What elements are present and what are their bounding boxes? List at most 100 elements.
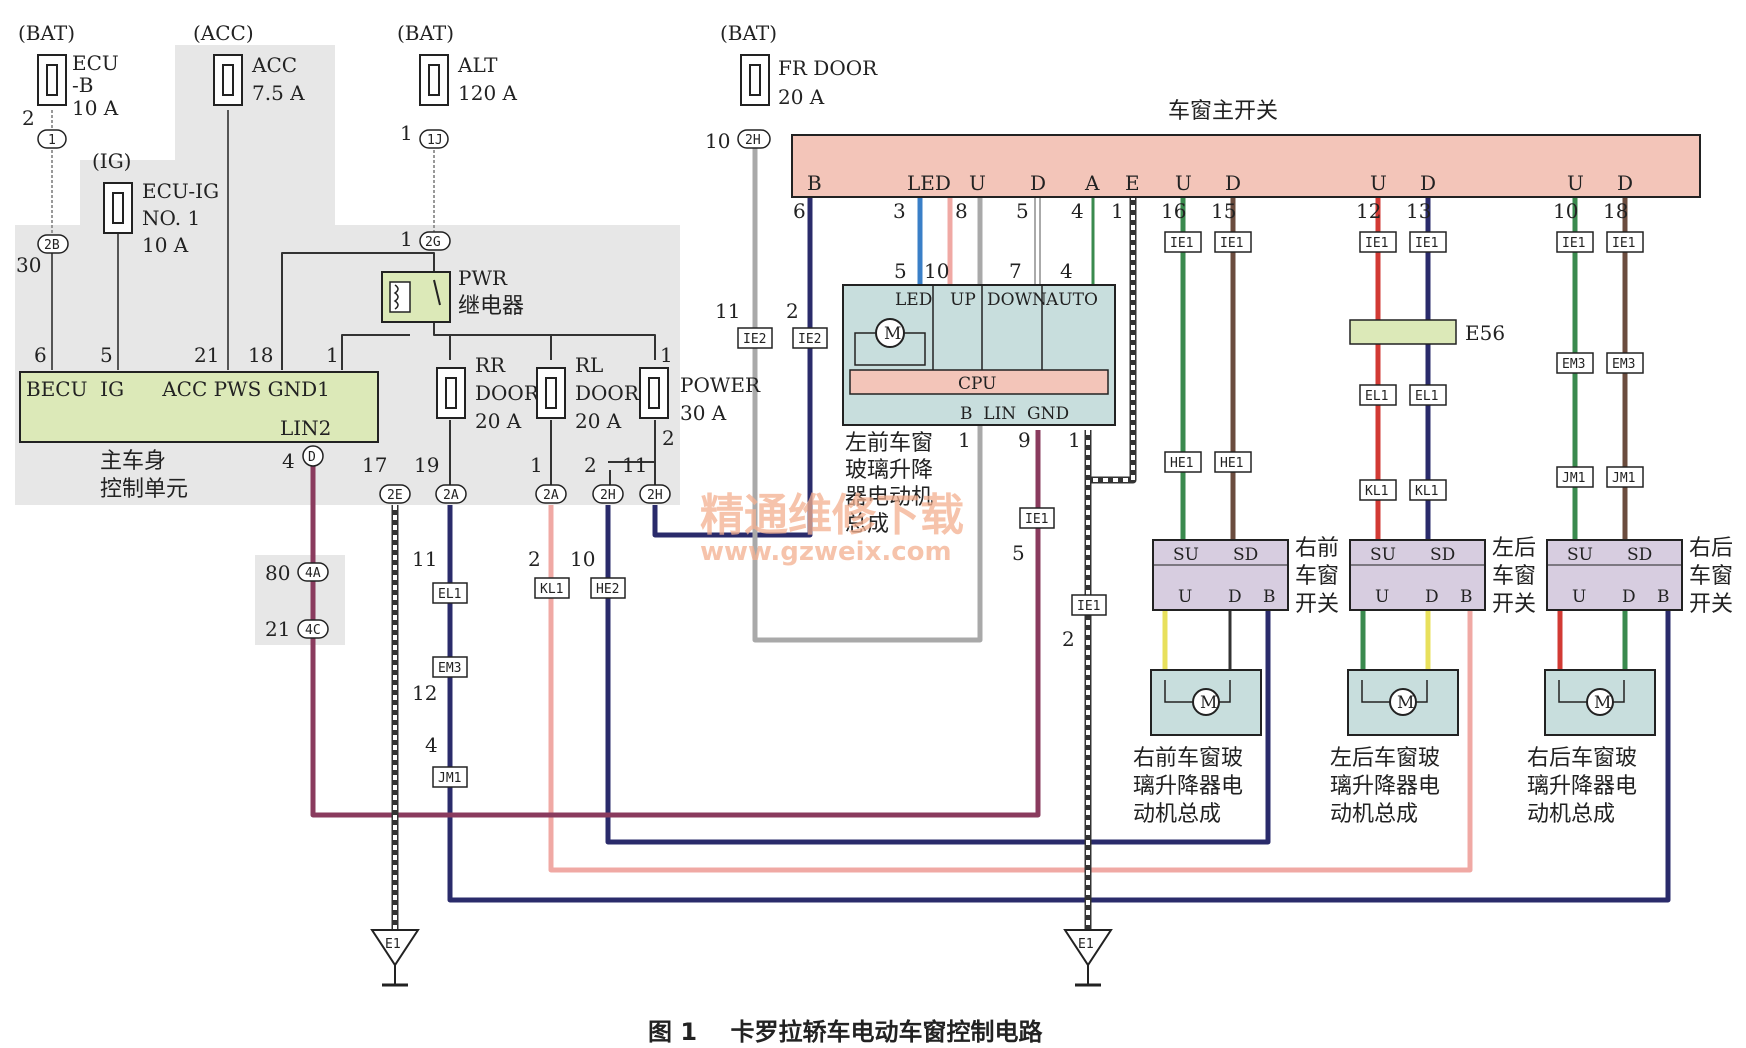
conn-box-5-1: [1606, 352, 1644, 374]
motor-label-2-0: 右后车窗玻: [1527, 746, 1637, 771]
master-pin-4: 4: [1071, 199, 1084, 223]
conn-2h-right: 2H: [647, 488, 663, 503]
master-terminal-7: D: [1225, 171, 1241, 195]
switch-label-2-1: 车窗: [1689, 564, 1733, 589]
fuse-ecu-ig-rating: 10 A: [142, 233, 189, 257]
fuse-rl-name1: RL: [575, 353, 603, 377]
conn-ie2-right: IE2: [798, 332, 821, 347]
fuse-rr-name1: RR: [475, 353, 506, 377]
connectors-lower-left: 17 2E 19 2A 1 2A 2 2H 11 2H 80 4A 21 4C …: [265, 299, 1107, 788]
pin-1-rl: 1: [530, 453, 543, 477]
fuse-rl-door: RL DOOR 20 A: [536, 353, 640, 433]
master-pin-1: 3: [893, 199, 906, 223]
ground-symbols: E1 E1: [370, 929, 1113, 987]
switch-d-1: D: [1425, 587, 1439, 607]
fuse-rl-name2: DOOR: [575, 381, 640, 405]
switch-label-0-0: 右前: [1295, 536, 1339, 561]
fuse-rr-door: RR DOOR 20 A: [436, 353, 540, 433]
switch-label-0-2: 开关: [1295, 592, 1339, 617]
switch-d-2: D: [1622, 587, 1636, 607]
e56-bar: [1349, 319, 1457, 345]
fl-cell-up: UP: [950, 290, 976, 310]
master-pin-9: 13: [1406, 199, 1431, 223]
motor-label-1-1: 璃升降器电: [1330, 774, 1440, 799]
fl-bottom-pin-lin: 9: [1018, 428, 1031, 452]
fl-top-pin-0: 5: [894, 259, 907, 283]
body-unit-pin-gnd: 1: [326, 343, 339, 367]
pin-21: 21: [265, 617, 290, 641]
conn-2e: 2E: [387, 488, 403, 503]
fuse-ecu-ig-source: (IG): [92, 149, 131, 173]
master-terminal-1: LED: [907, 171, 951, 195]
switch-u-1: U: [1375, 587, 1389, 607]
fl-motor-symbol: M: [884, 324, 901, 344]
switch-label-0-1: 车窗: [1295, 564, 1339, 589]
watermark-line2: www.gzweix.com: [700, 537, 952, 567]
conn-4a: 4A: [305, 566, 321, 581]
master-terminal-11: D: [1617, 171, 1633, 195]
motor-symbol-2: M: [1594, 693, 1611, 713]
fuse-fr-door-conn: 2H: [745, 133, 761, 148]
body-unit-label-2: 控制单元: [100, 477, 188, 502]
fl-label-4: 总成: [845, 512, 889, 537]
switch-b-1: B: [1460, 587, 1473, 607]
switch-label-2-0: 右后: [1689, 536, 1733, 561]
fuse-ecu-ig-name2: NO. 1: [142, 206, 200, 230]
fl-bottom-pin-gnd: 1: [1068, 428, 1081, 452]
body-unit-lin: LIN2: [280, 416, 331, 440]
fuse-alt-pin-b: 1: [400, 227, 413, 251]
fl-label-3: 器电动机: [845, 485, 933, 510]
body-unit-label-1: 主车身: [100, 449, 166, 474]
e56-label: E56: [1465, 321, 1505, 345]
motor-label-2-2: 动机总成: [1527, 802, 1615, 827]
switch-sd-0: SD: [1233, 545, 1258, 565]
conn-ie2-left: IE2: [743, 332, 766, 347]
conn-box-3-1: [1409, 384, 1447, 406]
pin-2-kl1: 2: [528, 547, 541, 571]
fuse-fr-door: (BAT) FR DOOR 20 A 10 2H: [705, 21, 878, 153]
conn-box-2-1: [1359, 384, 1397, 406]
switch-sd-1: SD: [1430, 545, 1455, 565]
master-pin-0: 6: [793, 199, 806, 223]
pin-2-2h: 2: [584, 453, 597, 477]
fuse-acc: (ACC) ACC 7.5 A: [193, 21, 305, 106]
switch-su-1: SU: [1370, 545, 1396, 565]
fl-cpu: CPU: [958, 374, 996, 394]
conn-he2: HE2: [596, 582, 619, 597]
fl-top-pin-1: 10: [924, 259, 949, 283]
master-pin-3: 5: [1016, 199, 1029, 223]
master-switch-title: 车窗主开关: [1168, 99, 1278, 124]
conn-4c: 4C: [305, 623, 321, 638]
conn-label-0-1: HE1: [1170, 456, 1193, 471]
master-pin-11: 18: [1603, 199, 1628, 223]
conn-box-4-2: [1556, 466, 1594, 488]
body-unit-pin-becu: 6: [34, 343, 47, 367]
fuse-ecu-b-rating: 10 A: [72, 96, 119, 120]
right-connector-stacks: IE1HE1IE1HE1IE1EL1KL1IE1EL1KL1IE1EM3JM1I…: [1164, 231, 1644, 501]
conn-box-4-0: [1556, 231, 1594, 253]
fuse-acc-rating: 7.5 A: [252, 81, 305, 105]
conn-ie1-lin: IE1: [1025, 512, 1048, 527]
switch-u-2: U: [1572, 587, 1586, 607]
conn-2a-rr: 2A: [443, 488, 459, 503]
conn-label-3-1: EL1: [1415, 389, 1438, 404]
pin-2-ie1-gnd: 2: [1062, 627, 1075, 651]
pin-17: 17: [362, 453, 387, 477]
master-pin-10: 10: [1553, 199, 1578, 223]
master-terminal-5: E: [1125, 171, 1140, 195]
fl-bottom-terminals: B LIN GND: [960, 404, 1069, 424]
conn-box-4-1: [1556, 352, 1594, 374]
conn-box-1-1: [1214, 451, 1252, 473]
master-terminal-8: U: [1370, 171, 1387, 195]
fuse-power-rating: 30 A: [680, 401, 727, 425]
relay-name2: 继电器: [458, 294, 524, 319]
body-control-unit: BECU IG ACC PWS GND1 LIN2 6 5 21 18 1 4 …: [19, 343, 379, 502]
conn-label-3-2: KL1: [1415, 484, 1438, 499]
